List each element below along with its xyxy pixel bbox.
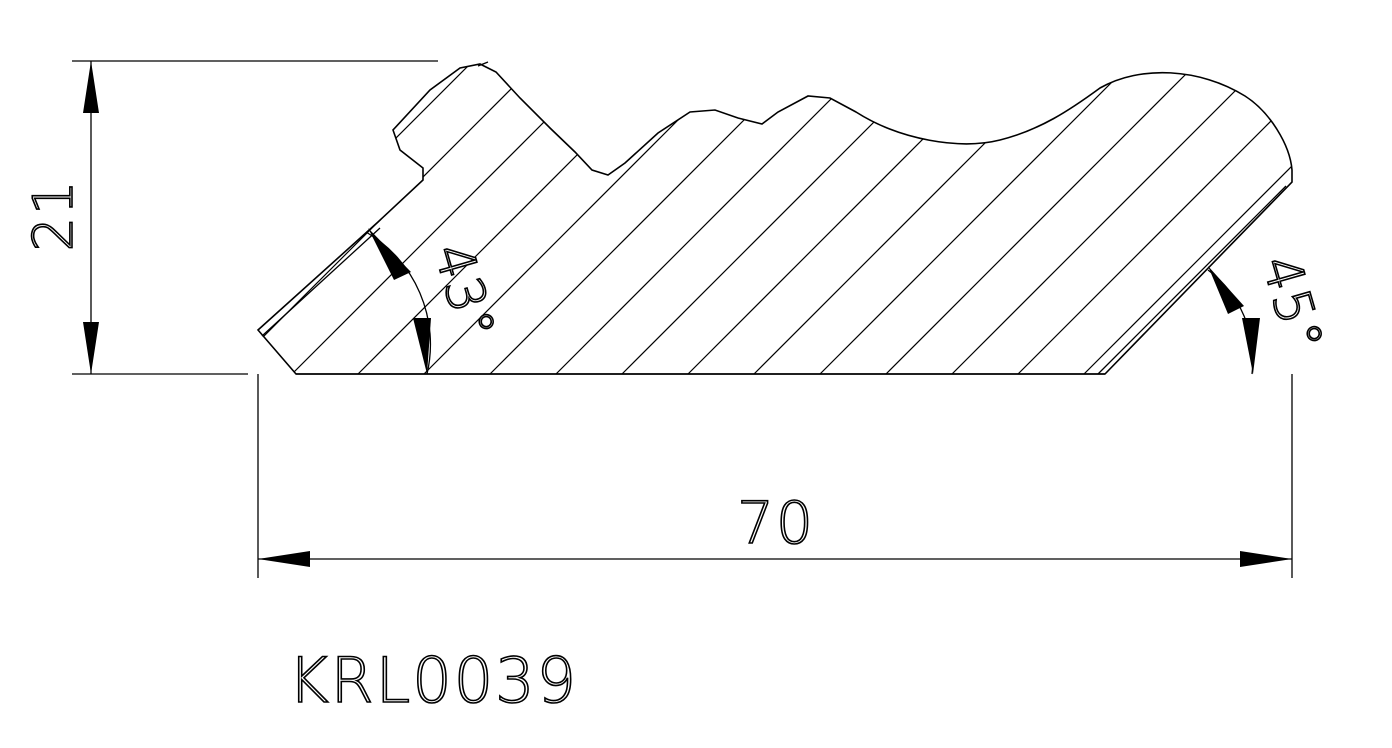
hatch-line (885, 64, 1227, 374)
hatch-line (1017, 64, 1292, 374)
width-dimension-label: 70 (737, 489, 815, 557)
hatch-line (819, 64, 1161, 374)
hatch-line (258, 64, 567, 374)
right-angle-arrow-top (1208, 266, 1244, 314)
left-angle-label: 43° (422, 237, 507, 348)
width-arrow-left (258, 551, 310, 567)
top-lip-inner-line (477, 61, 489, 67)
profile-outline (256, 63, 1293, 375)
hatch-line (555, 64, 897, 374)
hatch-line (621, 64, 963, 374)
right-bevel-inner-line (1097, 185, 1287, 375)
width-arrow-right (1240, 551, 1292, 567)
hatch-line (687, 64, 1029, 374)
section-hatching (258, 34, 1392, 374)
hatch-line (357, 64, 699, 374)
height-dimension-label: 21 (22, 179, 85, 252)
hatch-line (951, 64, 1292, 374)
hatch-line (1348, 34, 1392, 374)
left-angle-arrow-top (368, 228, 411, 280)
height-arrow-bottom (83, 322, 99, 374)
hatch-line (753, 64, 1095, 374)
part-code-label: KRL0039 (288, 644, 578, 717)
hatch-line (1083, 64, 1292, 374)
right-angle-label: 45° (1250, 249, 1335, 360)
height-arrow-top (83, 61, 99, 113)
left-angle-arrow-bottom (413, 318, 431, 374)
right-angle-arrow-bottom (1242, 318, 1260, 374)
left-angle-arc (365, 231, 432, 375)
hatch-line (489, 64, 831, 374)
